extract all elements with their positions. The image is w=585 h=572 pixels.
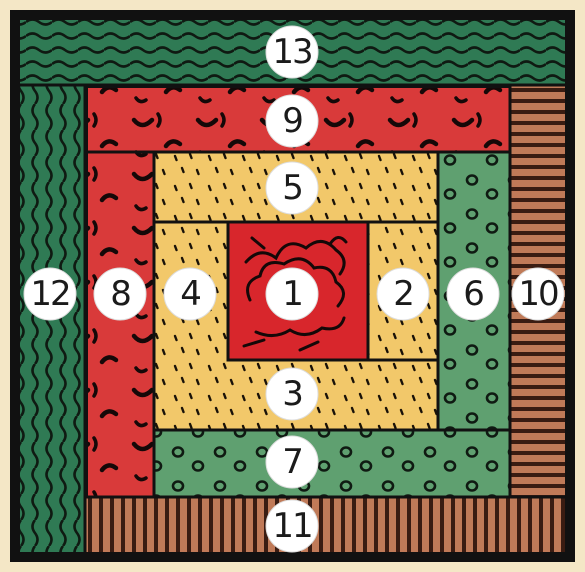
label-4: 4 xyxy=(164,268,216,320)
patch-7 xyxy=(154,430,510,497)
label-12: 12 xyxy=(24,268,76,320)
label-6-text: 6 xyxy=(463,274,483,314)
patch-11 xyxy=(85,497,565,552)
label-5-text: 5 xyxy=(282,168,302,208)
label-13: 13 xyxy=(266,26,318,78)
label-9: 9 xyxy=(266,95,318,147)
label-9-text: 9 xyxy=(282,101,302,141)
label-3: 3 xyxy=(266,368,318,420)
patch-3 xyxy=(228,360,438,430)
label-10-text: 10 xyxy=(518,274,558,314)
label-8-text: 8 xyxy=(110,274,130,314)
label-1-text: 1 xyxy=(282,274,302,314)
patch-8 xyxy=(88,152,154,497)
label-10: 10 xyxy=(512,268,564,320)
label-12-text: 12 xyxy=(30,274,69,314)
label-3-text: 3 xyxy=(282,374,302,414)
label-8: 8 xyxy=(94,268,146,320)
label-4-text: 4 xyxy=(180,274,200,314)
label-1: 1 xyxy=(266,268,318,320)
label-11-text: 11 xyxy=(272,506,311,546)
patch-4 xyxy=(154,222,228,430)
label-13-text: 13 xyxy=(272,32,311,72)
label-7-text: 7 xyxy=(282,442,302,482)
label-2: 2 xyxy=(377,268,429,320)
label-7: 7 xyxy=(266,436,318,488)
label-5: 5 xyxy=(266,162,318,214)
label-11: 11 xyxy=(266,500,318,552)
label-2-text: 2 xyxy=(393,274,413,314)
label-6: 6 xyxy=(447,268,499,320)
